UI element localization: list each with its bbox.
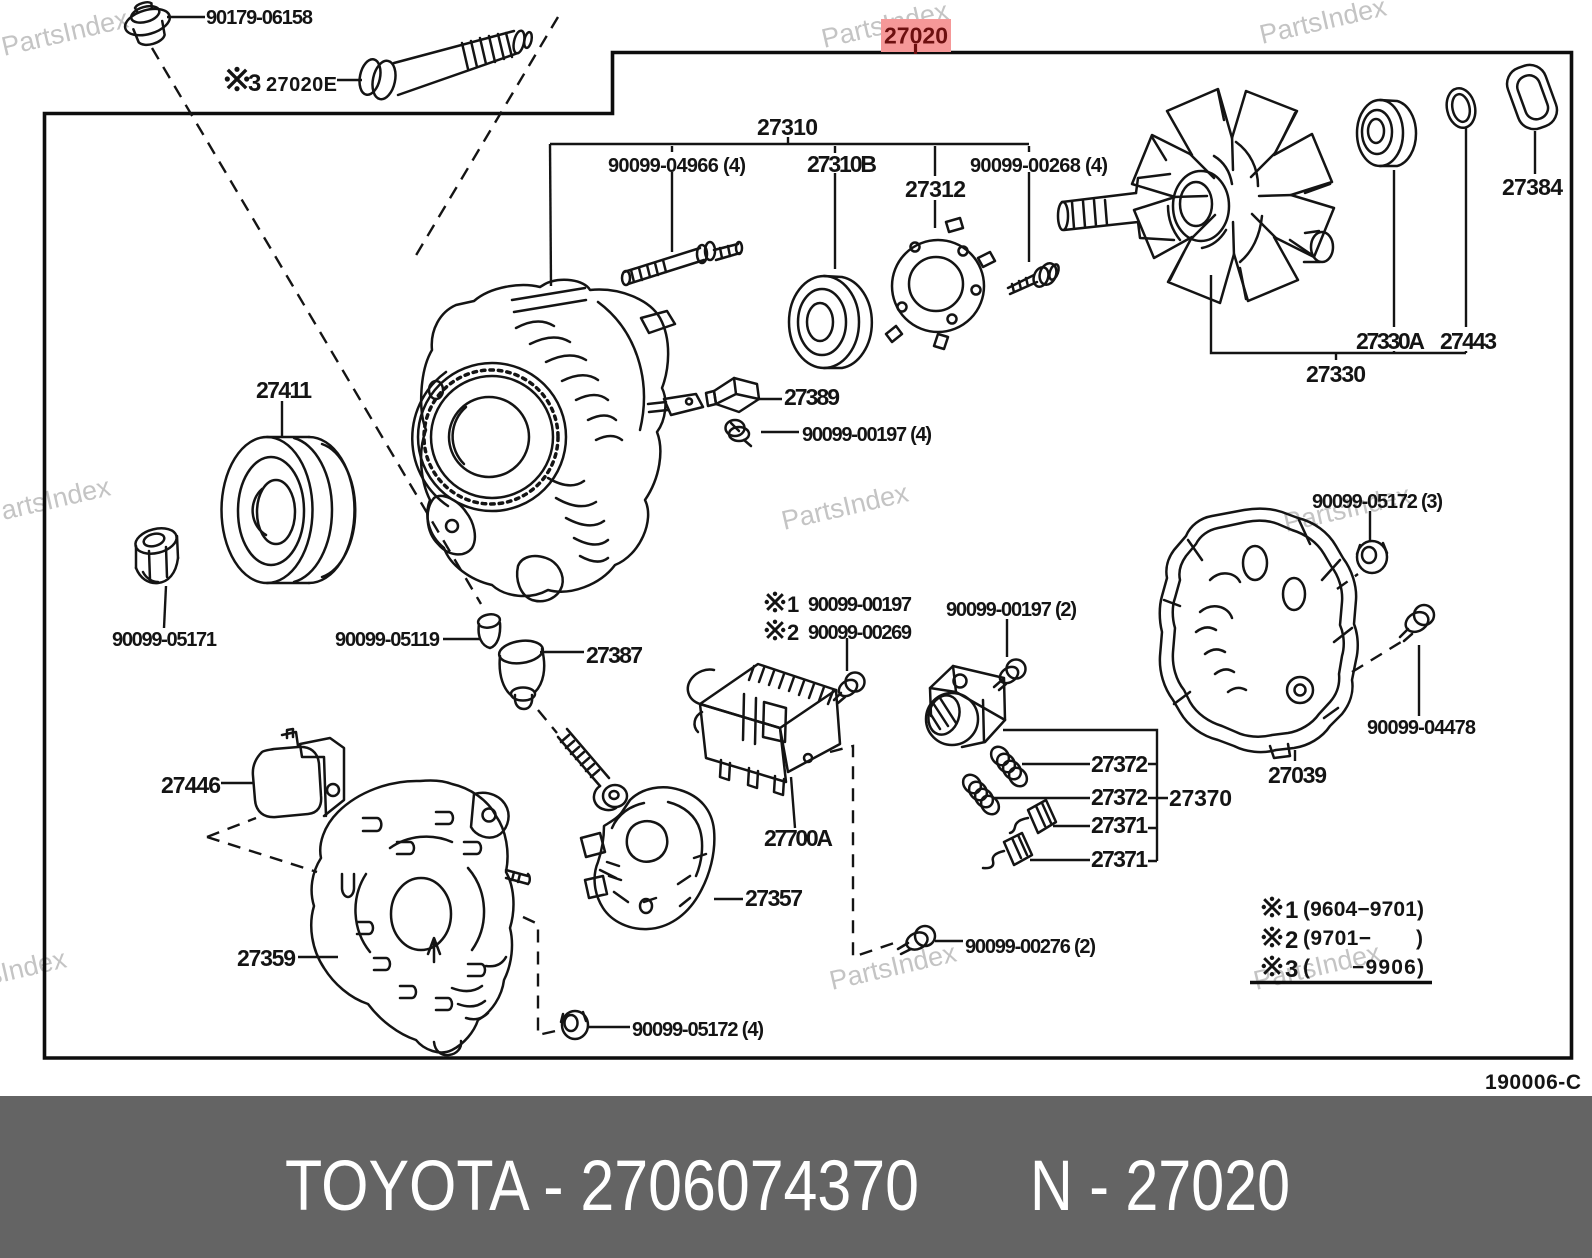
- svg-text:27387: 27387: [586, 642, 643, 668]
- svg-text:190006-C: 190006-C: [1485, 1071, 1581, 1094]
- svg-text:1: 1: [787, 592, 799, 617]
- svg-text:3: 3: [1285, 956, 1298, 983]
- svg-text:27371: 27371: [1091, 846, 1148, 872]
- svg-text:27310B: 27310B: [807, 151, 877, 177]
- svg-text:90099-04478: 90099-04478: [1367, 717, 1476, 739]
- svg-text:90099-04966 (4): 90099-04966 (4): [608, 155, 746, 177]
- svg-text:N - 27020: N - 27020: [1030, 1147, 1290, 1226]
- svg-text:90099-00268 (4): 90099-00268 (4): [970, 155, 1108, 177]
- svg-text:3: 3: [248, 70, 261, 97]
- svg-text:27359: 27359: [237, 945, 296, 971]
- svg-text:27357: 27357: [745, 885, 803, 911]
- svg-text:90179-06158: 90179-06158: [206, 7, 313, 29]
- svg-text:27330A: 27330A: [1356, 328, 1425, 354]
- svg-text:90099-05171: 90099-05171: [112, 629, 217, 651]
- svg-text:90099-00197: 90099-00197: [808, 594, 912, 616]
- svg-text:27389: 27389: [784, 384, 840, 410]
- svg-text:27411: 27411: [256, 377, 312, 403]
- svg-text:27384: 27384: [1502, 174, 1563, 200]
- svg-text:90099-00197 (2): 90099-00197 (2): [946, 599, 1077, 621]
- svg-text:(9604−9701): (9604−9701): [1303, 898, 1424, 921]
- svg-text:27020: 27020: [884, 23, 948, 49]
- svg-text:27310: 27310: [757, 114, 818, 140]
- svg-text:27020E: 27020E: [266, 74, 337, 96]
- svg-text:27371: 27371: [1091, 812, 1148, 838]
- svg-text:27330: 27330: [1306, 361, 1366, 387]
- svg-text:2: 2: [787, 620, 799, 645]
- svg-text:27443: 27443: [1440, 328, 1497, 354]
- svg-text:90099-05172 (4): 90099-05172 (4): [632, 1019, 764, 1041]
- svg-text:(: (: [1303, 956, 1310, 979]
- svg-text:): ): [1416, 927, 1423, 950]
- svg-text:27312: 27312: [905, 176, 966, 202]
- svg-text:27372: 27372: [1091, 784, 1148, 810]
- svg-text:1: 1: [1285, 897, 1298, 924]
- svg-text:90099-05172 (3): 90099-05172 (3): [1312, 491, 1443, 513]
- svg-text:(9701−: (9701−: [1303, 927, 1371, 950]
- svg-text:90099-00197 (4): 90099-00197 (4): [802, 424, 932, 446]
- svg-text:27370: 27370: [1169, 785, 1232, 811]
- svg-text:TOYOTA - 2706074370: TOYOTA - 2706074370: [285, 1147, 919, 1226]
- svg-text:90099-00276 (2): 90099-00276 (2): [965, 936, 1096, 958]
- svg-text:90099-05119: 90099-05119: [335, 629, 440, 651]
- svg-text:27039: 27039: [1268, 762, 1327, 788]
- svg-text:27700A: 27700A: [764, 825, 833, 851]
- svg-text:2: 2: [1285, 927, 1298, 954]
- svg-text:90099-00269: 90099-00269: [808, 622, 912, 644]
- svg-text:27446: 27446: [161, 772, 221, 798]
- svg-text:27372: 27372: [1091, 751, 1148, 777]
- svg-text:−9906): −9906): [1352, 956, 1424, 979]
